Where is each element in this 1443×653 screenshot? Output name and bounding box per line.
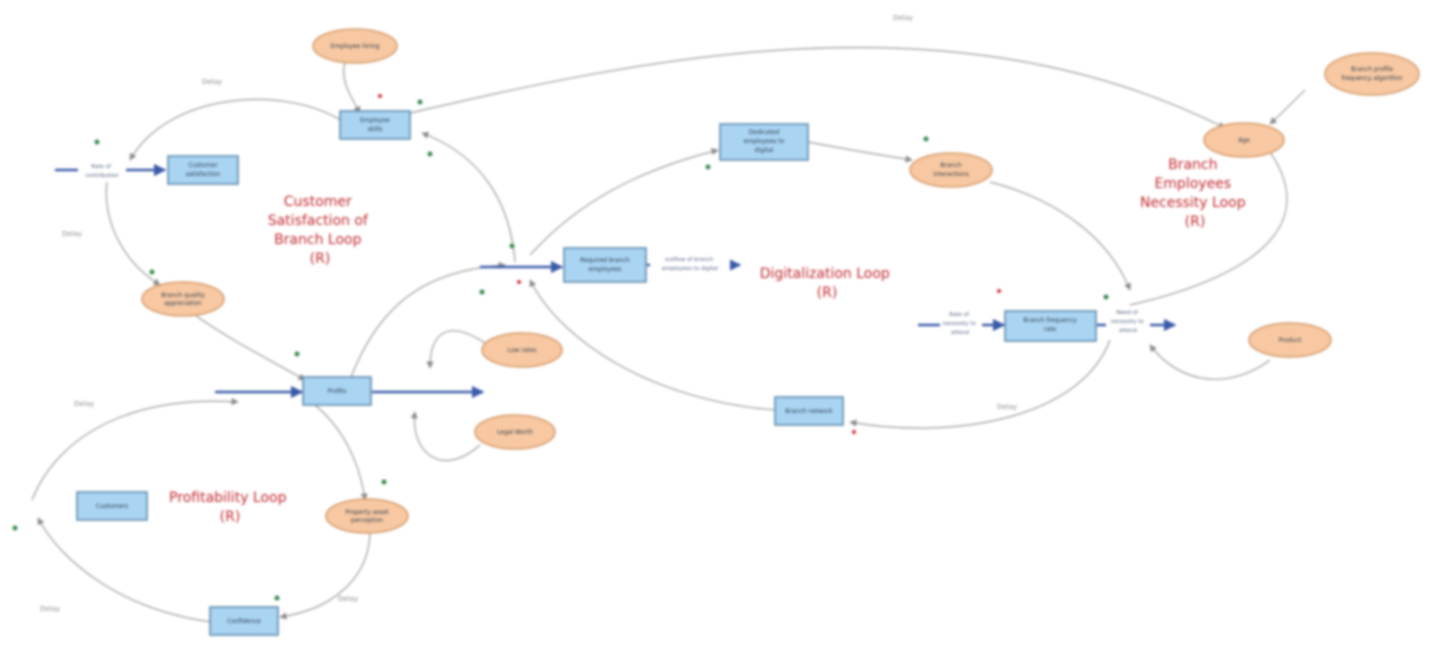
delay-label: Delay <box>893 14 913 22</box>
svg-text:Age: Age <box>1238 137 1250 144</box>
svg-text:Customers: Customers <box>96 503 128 510</box>
svg-text:Product: Product <box>1279 337 1302 344</box>
delay-label: Delay <box>202 78 222 86</box>
delay-label: Delay <box>62 230 82 238</box>
loop-label-digitalization: Digitalization Loop (R) <box>760 266 895 301</box>
flow-label-outflow-employees: outflow of branch employees to digital <box>662 257 719 272</box>
aux-age: Age <box>1203 122 1285 158</box>
svg-text:Branch network: Branch network <box>785 408 833 415</box>
svg-text:Legal Worth: Legal Worth <box>497 429 533 436</box>
stock-customers: Customers <box>76 491 148 521</box>
link-hiring-to-skills <box>343 61 361 114</box>
link-customers-to-profits-inflow <box>31 397 239 501</box>
link-rate-to-appreciation <box>105 174 161 286</box>
link-profits-to-required <box>349 261 506 381</box>
svg-text:Confidence: Confidence <box>227 618 261 625</box>
link-lowrates-to-profits <box>426 330 486 369</box>
delay-label: Delay <box>74 400 94 408</box>
link-network-to-required <box>529 279 776 411</box>
delay-labels: Delay Delay Delay Delay Delay Delay Dela… <box>40 14 1017 613</box>
link-required-to-skills <box>421 131 516 263</box>
delay-label: Delay <box>338 595 358 603</box>
link-interactions-to-need <box>989 181 1131 291</box>
flow-label-need-necessity: Need of necessity to attend <box>1111 310 1146 334</box>
flow-label-rate-necessity: Rate of necessity to attend <box>943 312 978 336</box>
stock-branch-network: Branch network <box>774 396 844 426</box>
link-confidence-to-customers <box>37 517 213 623</box>
link-skills-to-age <box>409 46 1226 129</box>
aux-legal-worth: Legal Worth <box>474 414 556 450</box>
link-need-to-network <box>849 339 1111 429</box>
stock-confidence: Confidence <box>209 606 279 636</box>
link-need-to-age <box>1129 144 1288 306</box>
flow-labels: Rate of contribution outflow of branch e… <box>78 160 1150 340</box>
delay-label: Delay <box>997 403 1017 411</box>
link-required-to-dedicated <box>529 148 719 256</box>
svg-text:Low rates: Low rates <box>507 347 536 354</box>
aux-employee-hiring: Employee hiring <box>312 28 398 64</box>
loop-label-customer-satisfaction: Customer Satisfaction of Branch Loop (R) <box>268 194 373 267</box>
delay-label: Delay <box>40 605 60 613</box>
link-dedicated-to-interactions <box>807 141 913 163</box>
causal-links <box>31 46 1306 623</box>
stock-profits: Profits <box>302 376 372 406</box>
svg-text:Employee hiring: Employee hiring <box>331 43 380 50</box>
link-profile-to-age <box>1269 89 1306 125</box>
loop-label-profitability: Profitability Loop (R) <box>169 490 291 525</box>
link-legalworth-to-profits <box>410 411 481 462</box>
svg-text:Profits: Profits <box>328 388 347 395</box>
link-skills-to-satisfaction <box>129 98 346 161</box>
link-product-to-need <box>1149 344 1271 380</box>
link-profits-to-property <box>314 404 368 501</box>
loop-label-branch-employees: Branch Employees Necessity Loop (R) <box>1140 157 1250 230</box>
aux-low-rates: Low rates <box>481 332 563 368</box>
aux-product: Product <box>1248 322 1332 358</box>
flow-label-rate-contribution: Rate of contribution <box>85 164 119 179</box>
link-appreciation-to-profits <box>194 314 306 381</box>
link-property-to-confidence <box>279 529 371 620</box>
polarity-marks <box>12 94 1109 601</box>
